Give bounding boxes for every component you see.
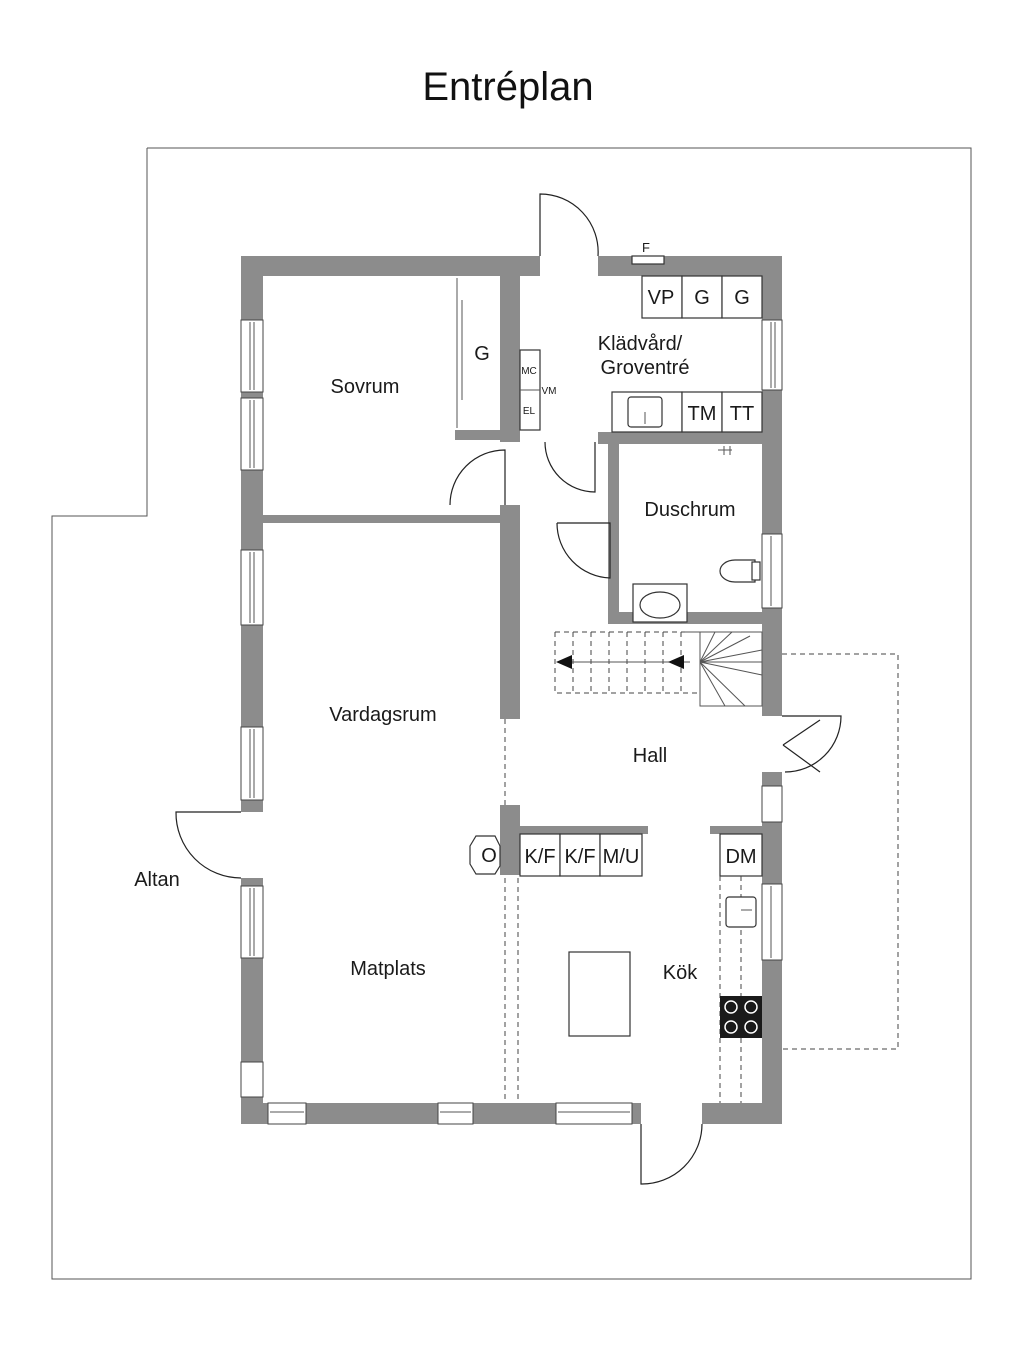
window-kladvard (761, 319, 783, 391)
cabinets-vp-g-g: VP G G (641, 275, 763, 319)
door-hall-arrow (782, 719, 821, 773)
windows (240, 319, 783, 1125)
kitchen-island (568, 951, 631, 1037)
shower-icon (718, 446, 732, 455)
stair-arrow-icon (556, 655, 572, 669)
kitchen-sink-icon (725, 896, 757, 928)
kf2-label: K/F (564, 846, 595, 868)
cabinets-kf-kf-mu: K/F K/F M/U (519, 833, 643, 877)
o-label: O (481, 845, 497, 867)
window-bottom-1 (267, 1102, 307, 1125)
window-vardagsrum-2 (240, 726, 264, 801)
door-altan (175, 811, 242, 879)
vent-f-label: F (642, 240, 650, 255)
plot-boundary (51, 147, 972, 1280)
room-altan: Altan (134, 869, 180, 891)
toilet-icon (719, 559, 756, 583)
meter-cabinet: MC VM EL (519, 349, 557, 431)
window-hall (761, 785, 783, 823)
dm-label: DM (725, 846, 756, 868)
stair-arrow-icon-2 (668, 655, 684, 669)
room-sovrum: Sovrum (331, 376, 400, 398)
wardrobe-sovrum: G (456, 278, 490, 428)
room-hall: Hall (633, 745, 667, 767)
room-labels: Sovrum Klädvård/ Groventré Duschrum Vard… (134, 333, 735, 984)
vent-f (631, 255, 665, 265)
room-vardagsrum: Vardagsrum (329, 704, 436, 726)
laundry-counter: TM TT (611, 391, 763, 433)
g1-label: G (694, 287, 710, 309)
room-kok: Kök (663, 962, 698, 984)
room-kladvard-line1: Klädvård/ (598, 333, 683, 355)
room-matplats: Matplats (350, 958, 426, 980)
room-duschrum: Duschrum (644, 499, 735, 521)
stairs (554, 631, 763, 707)
door-sovrum (449, 449, 506, 506)
g2-label: G (734, 287, 750, 309)
doors (175, 193, 842, 1185)
window-duschrum (761, 533, 783, 609)
tt-label: TT (730, 403, 754, 425)
window-bottom-2 (437, 1102, 474, 1125)
mc-label: MC (521, 366, 537, 377)
door-kok (640, 1123, 703, 1185)
vp-label: VP (648, 287, 675, 309)
window-vardagsrum-1 (240, 549, 264, 626)
vm-label: VM (542, 386, 557, 397)
window-matplats-1 (240, 885, 264, 959)
fireplace-icon (469, 835, 501, 875)
door-hall-exterior (782, 715, 842, 773)
el-label: EL (523, 406, 536, 417)
plan-title: Entréplan (422, 65, 593, 109)
mu-label: M/U (603, 846, 640, 868)
washbasin-icon (639, 591, 681, 619)
entrance-deck (782, 653, 899, 1050)
window-kok (761, 883, 783, 961)
duschrum-fixtures (632, 446, 761, 623)
window-matplats-2 (240, 1061, 264, 1098)
window-sovrum-1 (240, 319, 264, 393)
kf1-label: K/F (524, 846, 555, 868)
kitchen-counter: DM (719, 833, 763, 1103)
window-sovrum-2 (240, 397, 264, 471)
door-entrance (539, 193, 599, 257)
room-kladvard-line2: Groventré (601, 357, 690, 379)
door-duschrum (556, 522, 611, 579)
wardrobe-label: G (474, 343, 490, 365)
tm-label: TM (688, 403, 717, 425)
door-kladvard (544, 441, 596, 493)
window-bottom-3 (555, 1102, 633, 1125)
